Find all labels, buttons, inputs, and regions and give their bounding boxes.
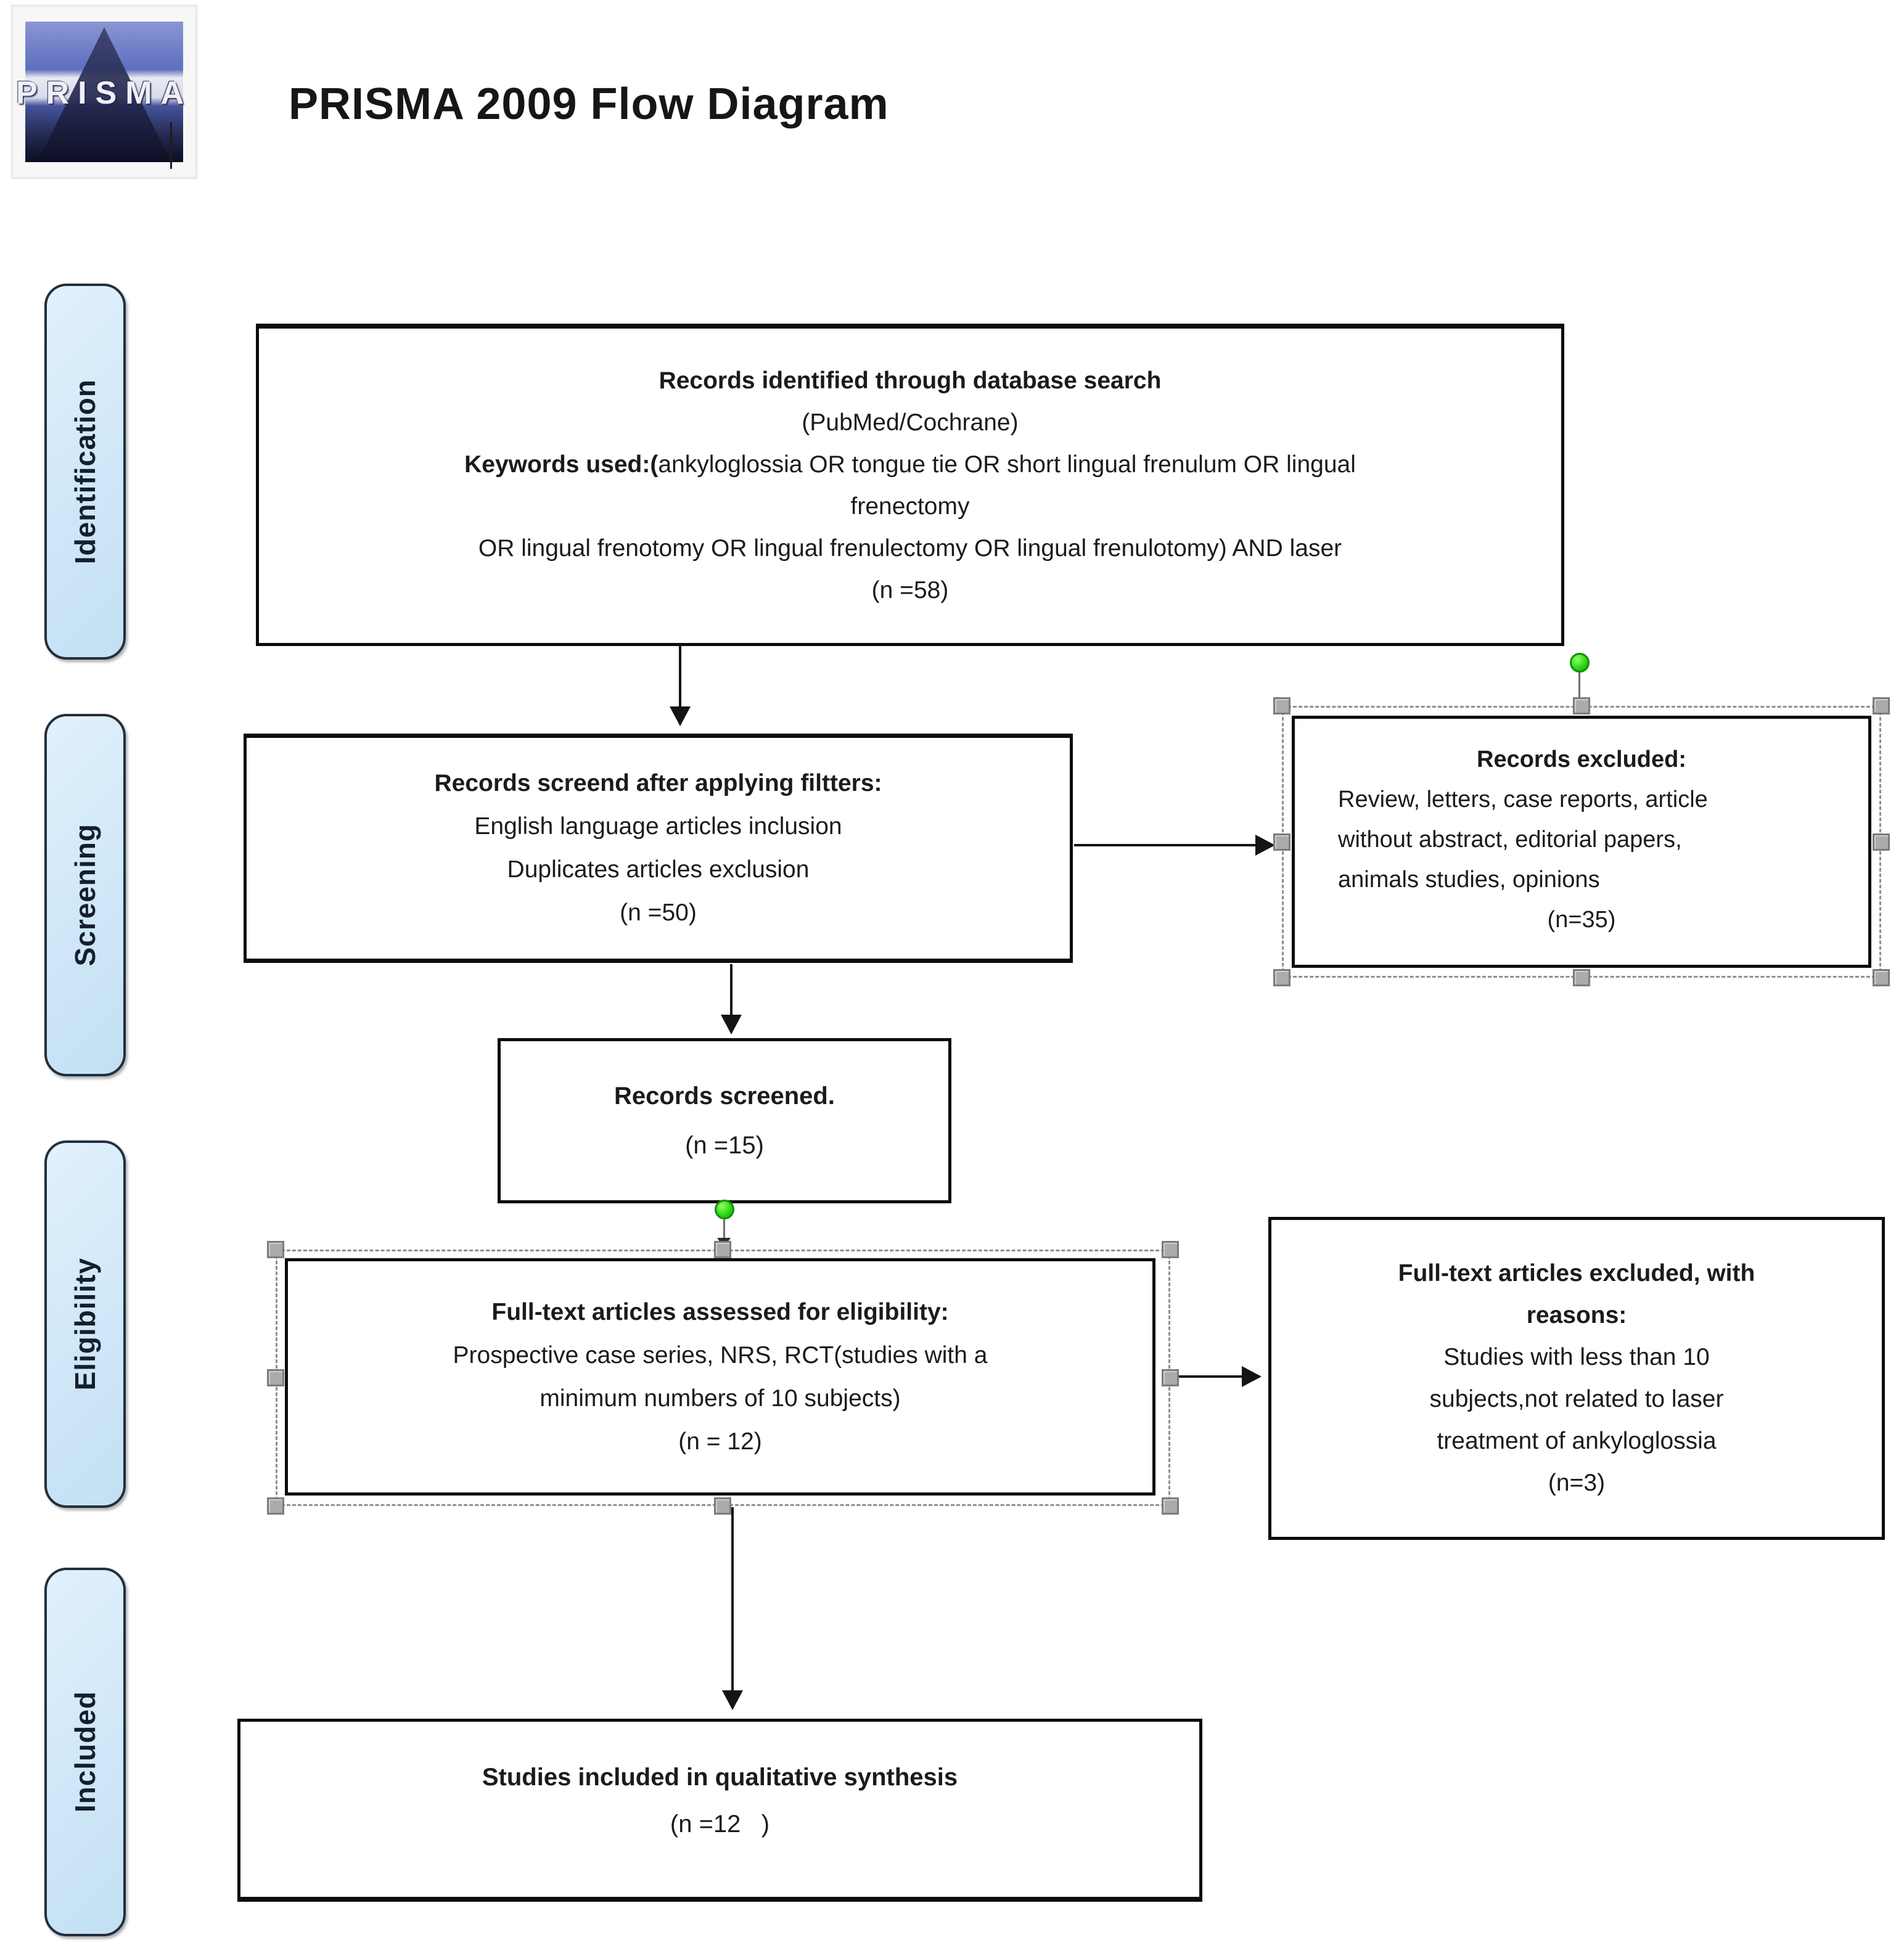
selection-handle-e[interactable] [1162,1369,1179,1386]
text-cursor [170,122,172,169]
rotate-stem [723,1219,725,1240]
stage-label-screening-text: Screening [69,824,101,967]
prisma-logo-text: PRISMA [15,75,193,111]
connector-screened-to-excluded[interactable] [1074,844,1259,846]
arrowhead-right-icon [1242,1366,1262,1387]
node-text: Review, letters, case reports, article [1338,787,1708,812]
node-text: Studies included in qualitative synthesi… [482,1764,958,1791]
node-text: (n = 12) [678,1428,762,1455]
node-text: frenectomy [850,493,970,520]
node-text: (n =58) [871,577,949,604]
node-text: (n =12 ) [670,1811,770,1838]
connector-screened-to-records-screened[interactable] [730,964,732,1016]
stage-label-identification-text: Identification [69,379,101,565]
stage-label-included-text: Included [69,1691,101,1813]
selection-handle-ne[interactable] [1162,1241,1179,1258]
node-text: Records identified through database sear… [659,367,1162,394]
node-records-identified[interactable]: Records identified through database sear… [256,324,1564,646]
node-text: (n =15) [685,1132,764,1159]
selection-handle-nw[interactable] [1273,697,1291,714]
selection-handle-se[interactable] [1162,1497,1179,1515]
selection-handle-ne[interactable] [1873,697,1890,714]
node-text: OR lingual frenotomy OR lingual frenulec… [478,535,1342,562]
selection-handle-s[interactable] [1573,969,1590,986]
node-studies-included[interactable]: Studies included in qualitative synthesi… [237,1719,1202,1902]
arrowhead-right-icon [1255,835,1275,856]
selection-handle-sw[interactable] [1273,969,1291,986]
node-text: minimum numbers of 10 subjects) [540,1385,901,1412]
selection-handle-e[interactable] [1873,833,1890,851]
arrowhead-down-icon [722,1690,743,1710]
connector-assessed-to-ft-excluded[interactable] [1179,1375,1244,1378]
selection-handle-sw[interactable] [267,1497,284,1515]
node-records-screened[interactable]: Records screened. (n =15) [498,1038,951,1203]
connector-assessed-to-included[interactable] [731,1507,734,1692]
selection-handle-w[interactable] [267,1369,284,1386]
node-text: Records excluded: [1477,747,1686,772]
node-text: (n =50) [620,899,697,926]
node-text: Prospective case series, NRS, RCT(studie… [453,1341,988,1369]
node-records-excluded[interactable]: Records excluded: Review, letters, case … [1292,716,1871,968]
stage-label-eligibility-text: Eligibility [69,1258,101,1391]
rotate-handle[interactable] [715,1200,734,1219]
node-text: Studies with less than 10 [1443,1344,1710,1370]
node-text: reasons: [1526,1302,1627,1328]
selection-handle-nw[interactable] [267,1241,284,1258]
node-text: Full-text articles assessed for eligibil… [491,1298,949,1325]
node-text: Duplicates articles exclusion [507,856,810,883]
node-fulltext-assessed[interactable]: Full-text articles assessed for eligibil… [285,1258,1155,1496]
node-text: (n=3) [1548,1470,1606,1496]
selection-handle-s[interactable] [714,1497,731,1515]
selection-handle-n[interactable] [714,1241,731,1258]
stage-label-screening[interactable]: Screening [44,714,126,1076]
node-text: Full-text articles excluded, with [1398,1260,1755,1287]
node-text: without abstract, editorial papers, [1338,827,1682,853]
stage-label-identification[interactable]: Identification [44,284,126,660]
arrowhead-down-icon [721,1015,742,1034]
node-text: Records screened. [614,1082,835,1110]
node-text: treatment of ankyloglossia [1437,1428,1717,1454]
node-text: animals studies, opinions [1338,867,1600,893]
stage-label-included[interactable]: Included [44,1568,126,1936]
selection-handle-se[interactable] [1873,969,1890,986]
node-text: English language articles inclusion [474,813,842,840]
prisma-logo: PRISMA [11,5,197,179]
diagram-title: PRISMA 2009 Flow Diagram [289,80,889,129]
arrowhead-down-icon [670,706,691,726]
node-text: (PubMed/Cochrane) [802,409,1019,436]
selection-handle-n[interactable] [1573,697,1590,714]
stage-label-eligibility[interactable]: Eligibility [44,1140,126,1508]
node-text: Records screend after applying filtters: [434,770,882,796]
rotate-handle[interactable] [1570,653,1590,673]
rotate-stem [1578,673,1580,706]
node-text: subjects,not related to laser [1429,1386,1724,1412]
node-text: (n=35) [1547,907,1616,933]
selection-handle-w[interactable] [1273,833,1291,851]
connector-identified-to-screened[interactable] [679,646,681,708]
node-text: Keywords used:(ankyloglossia OR tongue t… [464,451,1356,478]
node-fulltext-excluded[interactable]: Full-text articles excluded, with reason… [1268,1217,1885,1540]
node-records-screened-filters[interactable]: Records screend after applying filtters:… [244,734,1073,963]
